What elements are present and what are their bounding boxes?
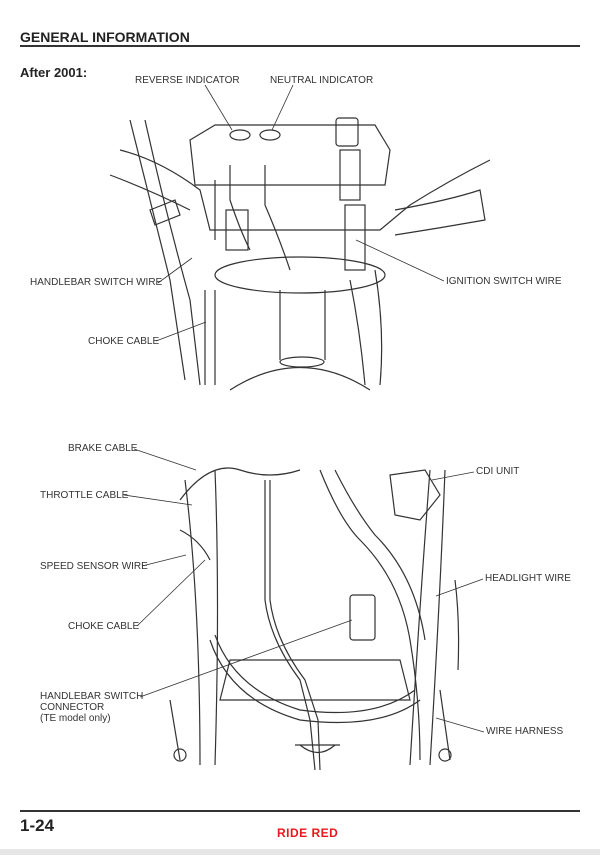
label-line: HANDLEBAR SWITCH	[40, 691, 144, 702]
label-line: CONNECTOR	[40, 702, 105, 713]
label-headlight-wire: HEADLIGHT WIRE	[485, 573, 571, 584]
label-neutral-indicator: NEUTRAL INDICATOR	[270, 75, 374, 86]
label-ignition-switch-wire: IGNITION SWITCH WIRE	[446, 276, 562, 287]
page-number: 1-24	[20, 816, 55, 835]
header-rule	[20, 45, 580, 47]
top-handlebar-drawing	[109, 117, 491, 391]
label-reverse-indicator: REVERSE INDICATOR	[135, 75, 240, 86]
label-line: (TE model only)	[40, 713, 111, 724]
label-wire-harness: WIRE HARNESS	[486, 726, 564, 737]
label-cdi-unit: CDI UNIT	[476, 466, 520, 477]
label-throttle-cable: THROTTLE CABLE	[40, 490, 129, 501]
scan-edge	[0, 849, 600, 855]
section-subtitle: After 2001:	[20, 65, 88, 80]
footer-rule	[20, 810, 580, 812]
bottom-frame-drawing	[169, 467, 460, 771]
leader-lines	[123, 84, 485, 733]
brand-watermark: RIDE RED	[277, 826, 339, 840]
label-choke-cable-top: CHOKE CABLE	[88, 336, 160, 347]
page-title: GENERAL INFORMATION	[20, 29, 190, 45]
label-brake-cable: BRAKE CABLE	[68, 443, 138, 454]
label-handlebar-switch-wire: HANDLEBAR SWITCH WIRE	[30, 277, 163, 288]
label-choke-cable-bottom: CHOKE CABLE	[68, 621, 140, 632]
label-handlebar-switch-connector: HANDLEBAR SWITCH CONNECTOR (TE model onl…	[40, 691, 143, 724]
label-speed-sensor-wire: SPEED SENSOR WIRE	[40, 561, 148, 572]
